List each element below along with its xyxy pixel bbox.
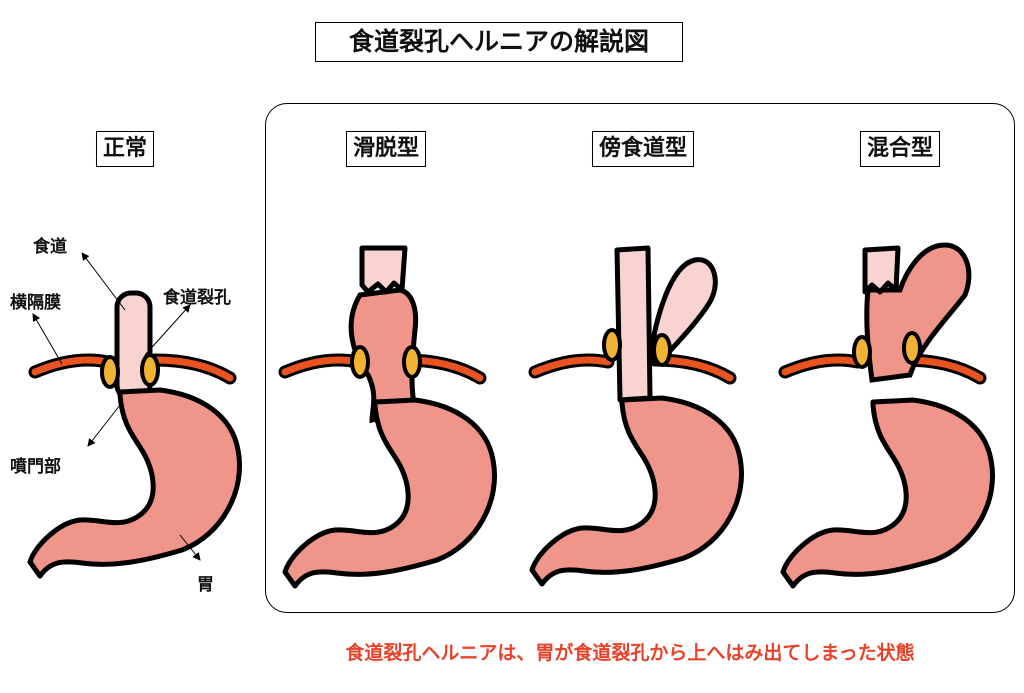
pointer-arrows (32, 252, 201, 561)
label-diaphragm: 横隔膜 (10, 293, 61, 313)
hiatus-ring (402, 345, 422, 379)
stomach (783, 400, 993, 586)
stomach (532, 398, 742, 584)
hiatus-ring (602, 328, 622, 362)
hiatus-ring (100, 355, 120, 389)
caption: 食道裂孔ヘルニアは、胃が食道裂孔から上へはみ出てしまった状態 (345, 642, 915, 664)
label-esophagus: 食道 (33, 237, 67, 257)
esophagus (862, 245, 901, 295)
diagram-title: 食道裂孔ヘルニアの解説図 (315, 22, 683, 62)
hiatus-ring (350, 345, 370, 379)
label-cardia: 噴門部 (10, 457, 61, 477)
esophagus (359, 245, 408, 295)
label-paraesophageal: 傍食道型 (591, 131, 695, 167)
hiatus-ring (652, 333, 672, 367)
hiatus-ring (902, 331, 922, 365)
label-stomach: 胃 (197, 575, 214, 595)
stomach (285, 400, 495, 586)
label-sliding: 滑脱型 (345, 131, 427, 167)
label-hiatus: 食道裂孔 (163, 288, 231, 308)
hernia-types-panel (265, 103, 1015, 613)
label-mixed: 混合型 (859, 131, 941, 167)
esophagus (614, 245, 653, 403)
stomach (30, 390, 240, 576)
paraesophageal-illustration (532, 245, 742, 584)
mixed-illustration (783, 242, 993, 586)
normal-illustration (30, 252, 240, 576)
label-normal: 正常 (95, 131, 155, 167)
sliding-illustration (285, 245, 495, 586)
hiatus-ring (140, 353, 160, 387)
hiatus-ring (852, 335, 872, 369)
